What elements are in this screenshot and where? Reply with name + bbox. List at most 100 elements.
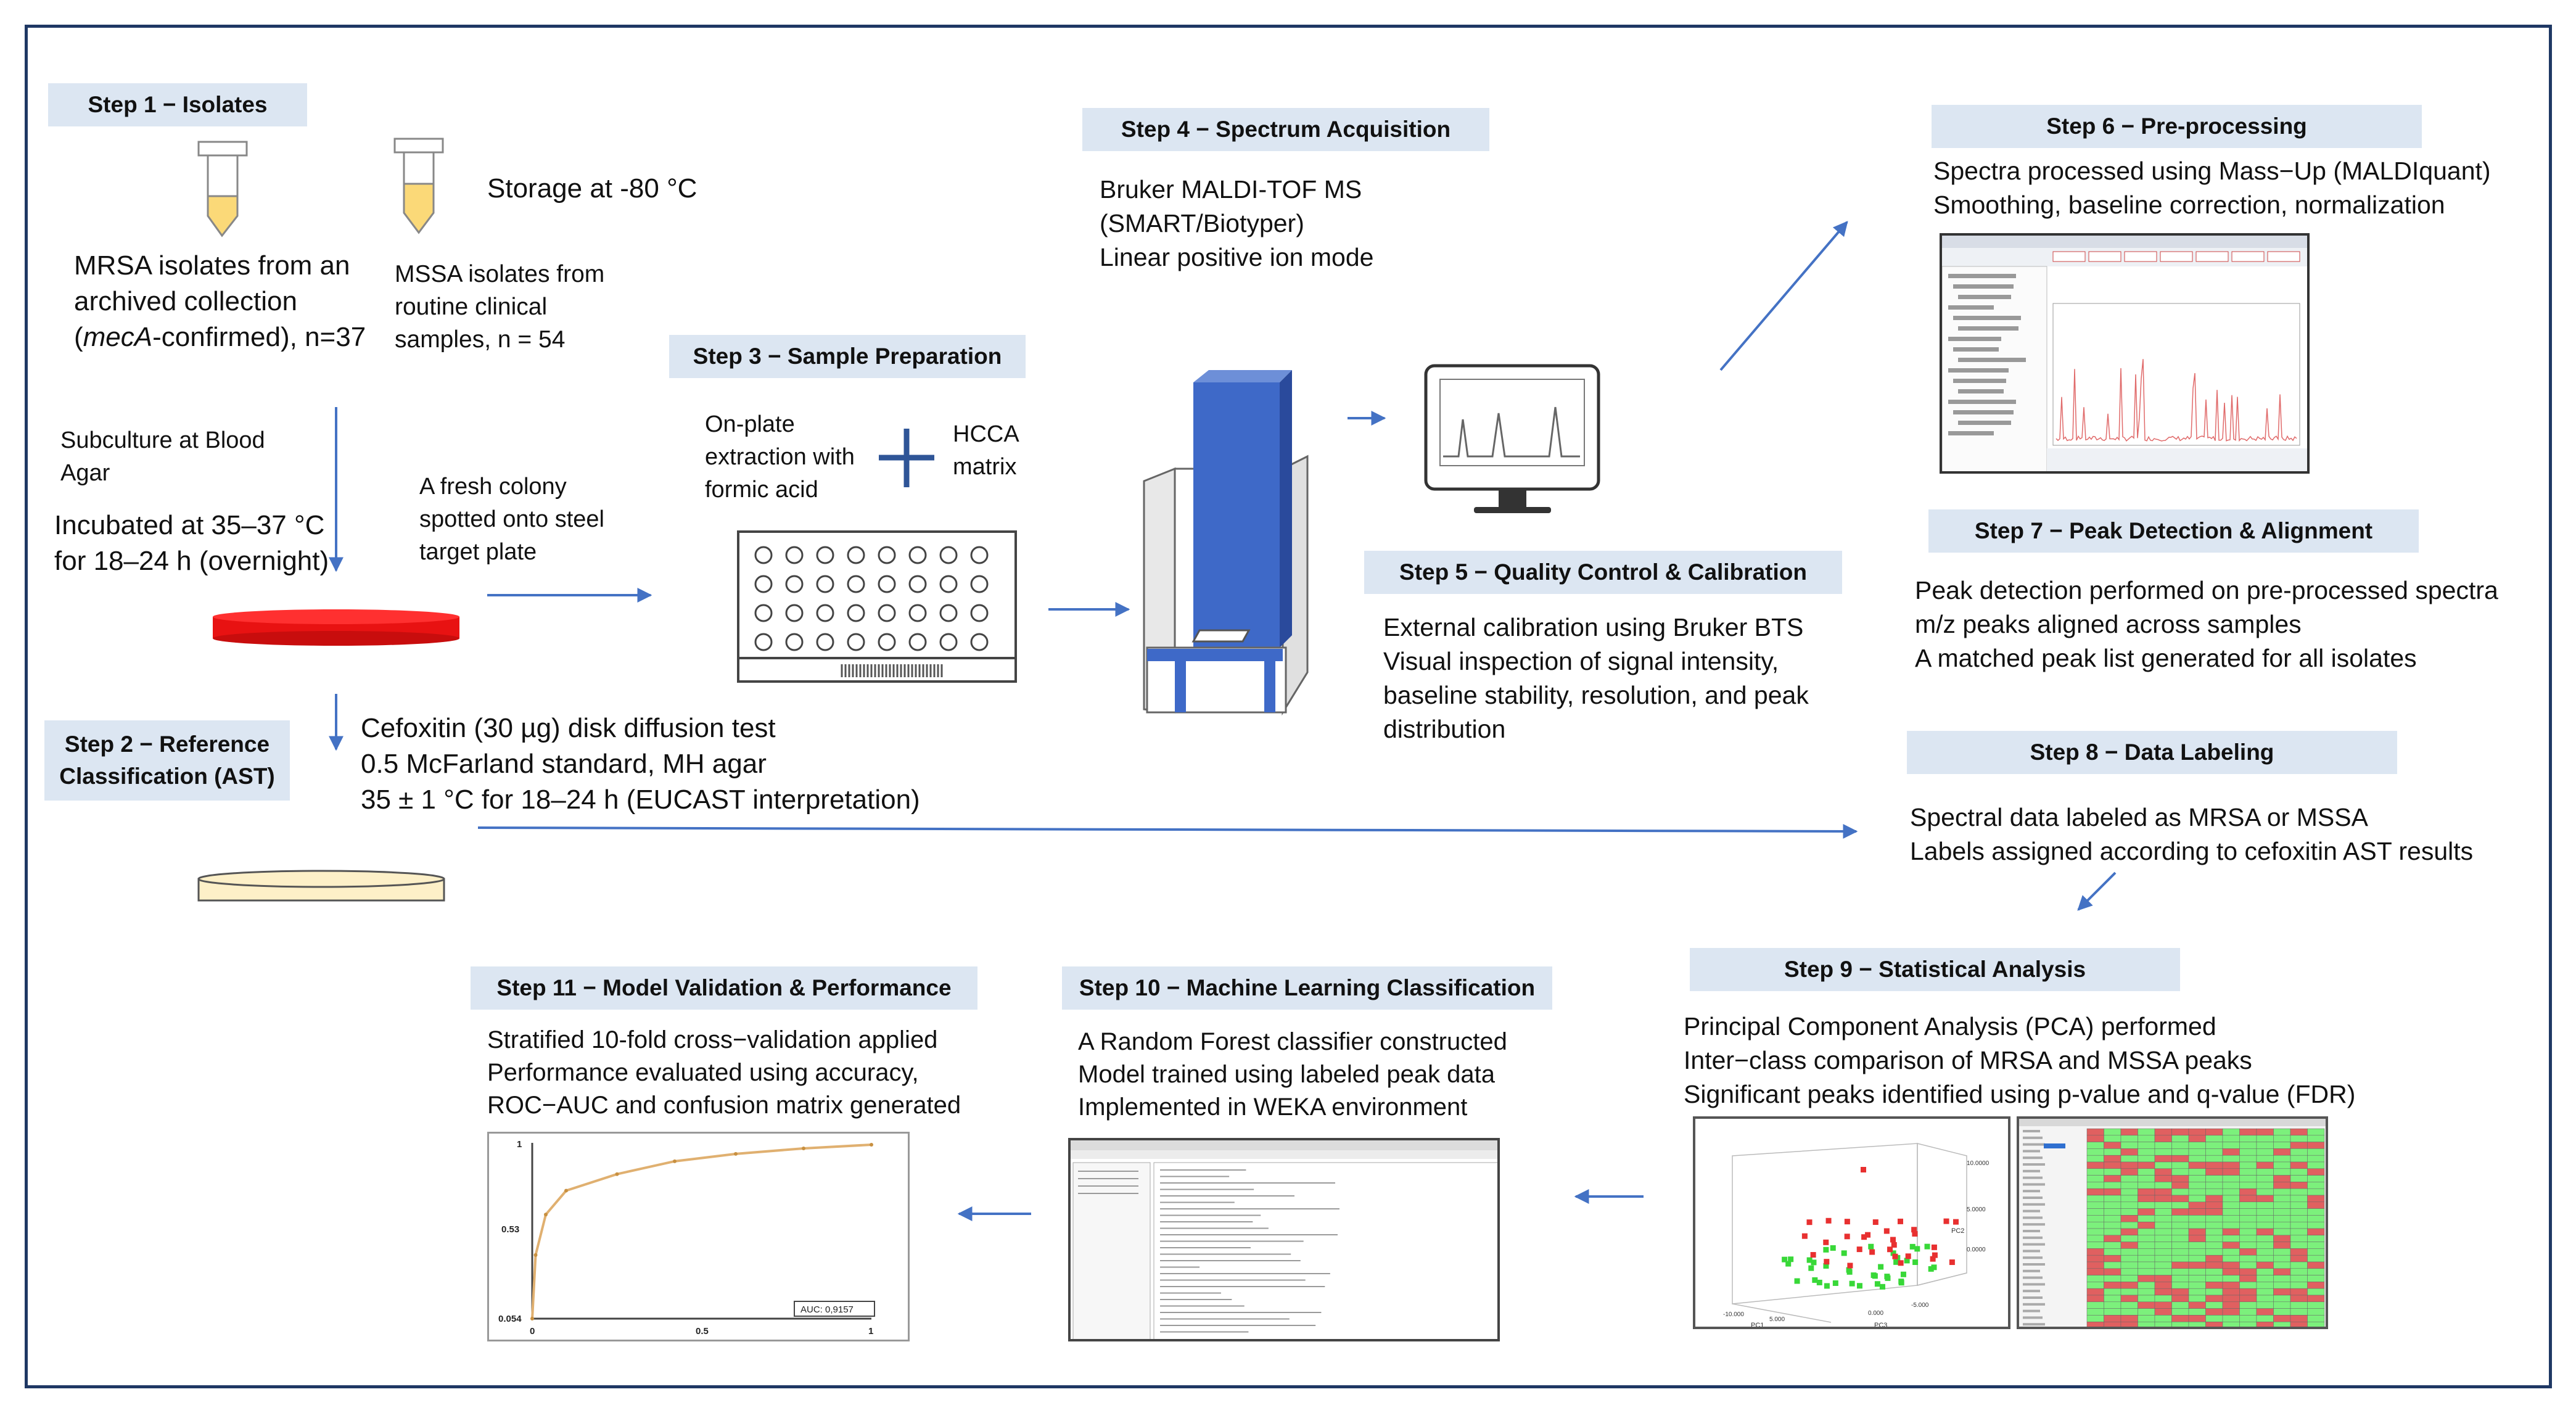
- heatmap-cell: [2171, 1148, 2189, 1156]
- heatmap-cell: [2120, 1288, 2138, 1296]
- heatmap-cell: [2273, 1275, 2291, 1282]
- diagram-frame: [25, 25, 2552, 1388]
- heatmap-cell: [2171, 1248, 2189, 1256]
- plate-well: [785, 575, 804, 593]
- heatmap-cell: [2205, 1188, 2223, 1196]
- heatmap-cell: [2222, 1161, 2240, 1169]
- heatmap-cell: [2290, 1295, 2308, 1303]
- pca-point-mrsa: [1892, 1253, 1898, 1259]
- heatmap-cell: [2239, 1221, 2257, 1229]
- heatmap-cell: [2154, 1228, 2172, 1236]
- heatmap-row-label: [2023, 1169, 2040, 1172]
- heatmap-cell: [2205, 1215, 2223, 1222]
- heatmap-cell: [2239, 1168, 2257, 1176]
- pca-point-mssa: [1823, 1246, 1829, 1253]
- step-5-header: Step 5 − Quality Control & Calibration: [1364, 551, 1842, 594]
- pca-plot: 10.0000 5.0000 0.0000 -5.000 0.000 5.000…: [1693, 1116, 2010, 1329]
- heatmap-cell: [2120, 1175, 2138, 1182]
- heatmap-cell: [2188, 1275, 2206, 1282]
- heatmap-cell: [2154, 1275, 2172, 1282]
- arrow-monitor-to-s6: [1719, 221, 1848, 371]
- heatmap-cell: [2256, 1201, 2274, 1209]
- heatmap-cell: [2154, 1308, 2172, 1316]
- heatmap-cell: [2154, 1208, 2172, 1216]
- heatmap-cell: [2239, 1282, 2257, 1289]
- mrsa-isolates-text: MRSA isolates from an archived collectio…: [74, 250, 366, 352]
- peak-heatmap-graphic: [2019, 1119, 2326, 1327]
- heatmap-cell: [2154, 1128, 2172, 1136]
- heatmap-cell: [2120, 1142, 2138, 1149]
- heatmap-cell: [2120, 1201, 2138, 1209]
- heatmap-cell: [2290, 1148, 2308, 1156]
- tree-item: [1958, 358, 2026, 362]
- heatmap-cell: [2104, 1275, 2121, 1282]
- heatmap-cell: [2290, 1195, 2308, 1203]
- plus-icon: [879, 429, 934, 487]
- pca-point-mssa: [1904, 1258, 1910, 1264]
- heatmap-cell: [2104, 1161, 2121, 1169]
- heatmap-cell: [2307, 1148, 2325, 1156]
- pca-point-mssa: [1874, 1281, 1880, 1287]
- heatmap-cell: [2154, 1301, 2172, 1309]
- heatmap-cell: [2120, 1268, 2138, 1275]
- heatmap-cell: [2273, 1155, 2291, 1163]
- heatmap-row-label: [2023, 1290, 2040, 1293]
- app-tab: [2160, 251, 2193, 262]
- pca-point-mssa: [1816, 1279, 1822, 1285]
- heatmap-cell: [2273, 1308, 2291, 1316]
- heatmap-cell: [2307, 1161, 2325, 1169]
- pca-point-mssa: [1846, 1267, 1852, 1273]
- pca-point-mssa: [1812, 1277, 1818, 1283]
- heatmap-cell: [2256, 1308, 2274, 1316]
- roc-xtick-1: 1: [868, 1326, 873, 1337]
- plate-well: [908, 546, 927, 564]
- heatmap-cell: [2104, 1242, 2121, 1249]
- tree-item: [1948, 274, 2016, 278]
- heatmap-cell: [2222, 1248, 2240, 1256]
- roc-auc-label: AUC: 0,9157: [800, 1304, 854, 1315]
- heatmap-cell: [2307, 1315, 2325, 1322]
- heatmap-cell: [2188, 1221, 2206, 1229]
- heatmap-cell: [2256, 1142, 2274, 1149]
- stats-text: Principal Component Analysis (PCA) perfo…: [1684, 1012, 2356, 1108]
- heatmap-cell: [2120, 1254, 2138, 1263]
- heatmap-cell: [2239, 1288, 2257, 1296]
- heatmap-cell: [2188, 1168, 2206, 1176]
- roc-point: [533, 1253, 538, 1257]
- heatmap-cell: [2188, 1208, 2206, 1216]
- pca-point-mssa: [1868, 1243, 1874, 1250]
- heatmap-cell: [2171, 1235, 2189, 1242]
- heatmap-cell: [2138, 1321, 2155, 1327]
- pca-point-mrsa: [1912, 1230, 1918, 1237]
- heatmap-cell: [2188, 1301, 2206, 1309]
- heatmap-cell: [2138, 1135, 2155, 1142]
- heatmap-cell: [2188, 1235, 2206, 1242]
- heatmap-cell: [2154, 1254, 2172, 1263]
- heatmap-row-label: [2023, 1156, 2043, 1160]
- arrow-s8-to-s9: [2077, 871, 2117, 911]
- heatmap-row-label: [2023, 1296, 2043, 1299]
- heatmap-cell: [2222, 1254, 2240, 1263]
- heatmap-cell: [2256, 1135, 2274, 1142]
- plate-well: [816, 604, 834, 622]
- heatmap-cell: [2290, 1268, 2308, 1275]
- pca-point-mrsa: [1801, 1233, 1808, 1239]
- heatmap-cell: [2120, 1275, 2138, 1282]
- heatmap-row-label: [2023, 1256, 2043, 1259]
- plate-well: [970, 546, 989, 564]
- plate-well: [970, 604, 989, 622]
- heatmap-cell: [2222, 1215, 2240, 1222]
- subculture-text: Subculture at Blood Agar: [60, 427, 265, 486]
- heatmap-cell: [2205, 1221, 2223, 1229]
- heatmap-cell: [2205, 1321, 2223, 1327]
- heatmap-cell: [2307, 1295, 2325, 1303]
- heatmap-cell: [2290, 1275, 2308, 1282]
- heatmap-cell: [2171, 1201, 2189, 1209]
- heatmap-cell: [2205, 1135, 2223, 1142]
- heatmap-cell: [2256, 1228, 2274, 1236]
- pca-point-mssa: [1878, 1264, 1884, 1270]
- heatmap-cell: [2273, 1128, 2291, 1136]
- heatmap-cell: [2086, 1228, 2104, 1236]
- step-9-header: Step 9 − Statistical Analysis: [1690, 948, 2180, 991]
- heatmap-cell: [2256, 1175, 2274, 1182]
